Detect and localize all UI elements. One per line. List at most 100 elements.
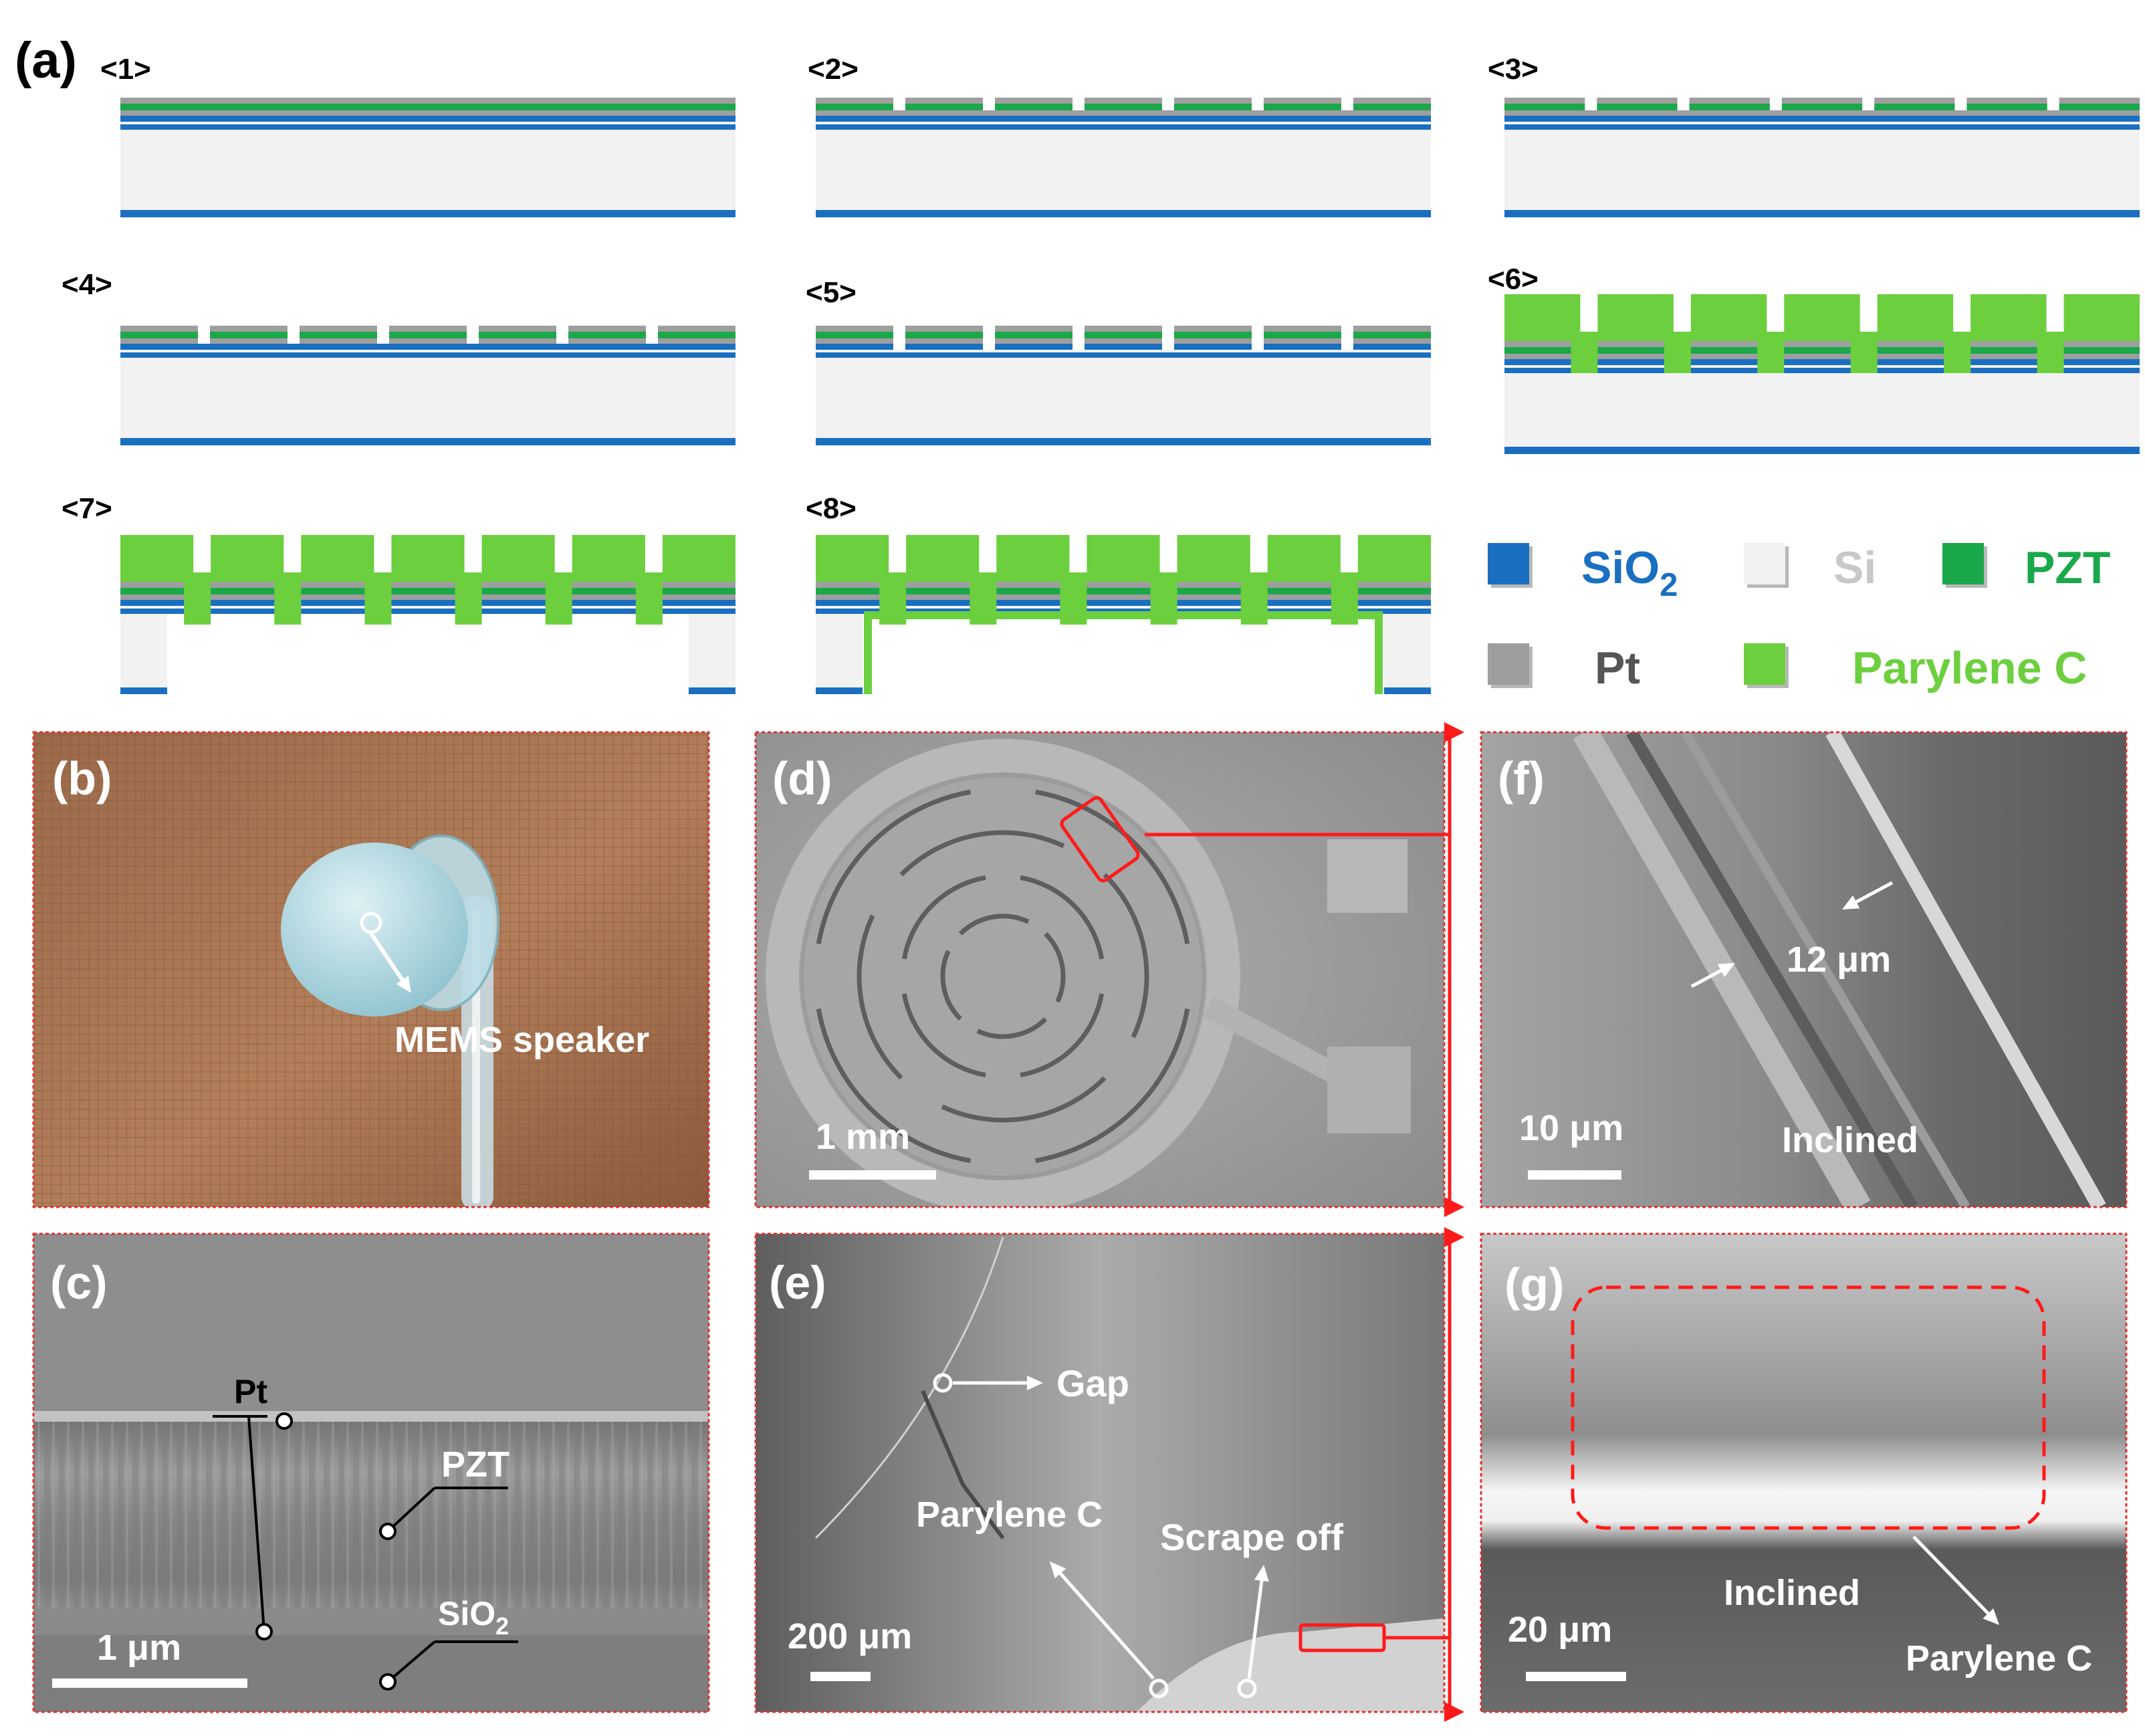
pt-top-layer-seg [905,98,983,104]
pt-top-electrode [33,1411,709,1422]
pzt-layer-seg [568,588,646,594]
pt-top-layer-seg [1353,98,1431,104]
parylene-pillar [635,572,663,625]
sio2-top-layer-seg [1874,359,1955,365]
legend-sio2-text-main: SiO [1581,542,1660,593]
pzt-layer-seg [1781,347,1863,354]
pt-top-layer-seg [1085,582,1162,588]
pt-bottom-layer [120,110,736,116]
sio2-top-layer-seg [905,600,983,606]
pzt-label: PZT [441,1444,510,1485]
outer-ring [766,739,1240,1207]
pt-bottom-layer-seg [568,338,646,344]
pt-bottom-layer-seg [479,594,556,600]
spring-arc [1035,1008,1190,1164]
sio2-top-layer-seg [658,600,736,606]
pt-bottom-layer [816,110,1431,116]
pt-bottom-marker [255,1623,273,1640]
process-step-4 [120,326,736,445]
gap-marker [933,1373,953,1393]
bracket-f-top-head [1444,722,1464,742]
figure-labels: (b)(c)(d)(e)(f)(g) [32,731,2128,1713]
speaker-arrow-head [396,975,411,993]
parylene-backside-coating [864,611,1383,694]
pt-top-layer-seg [816,98,893,104]
speaker-arrow-shaft [369,932,405,981]
pt-top-layer-seg [479,582,556,588]
pzt-layer-seg [658,588,736,594]
pzt-leader [386,1487,436,1533]
pt-bottom-layer-seg [1597,354,1678,359]
si-substrate [816,358,1431,438]
sio2-bottom-layer [1504,210,2140,217]
pzt-layer-seg [1174,332,1252,338]
si-thin-layer [120,122,736,124]
pzt-layer-seg [995,104,1072,110]
pt-top-layer-seg [1353,582,1431,588]
parylene-marker [1149,1678,1169,1699]
sio2-bottom-layer [120,210,736,217]
scrape-label: Scrape off [1160,1516,1343,1558]
pt-top-layer-seg [1085,326,1162,332]
pzt-layer-seg [658,332,736,338]
pt-bottom-layer-seg [1264,594,1341,600]
scale-label-d: 1 mm [816,1117,910,1157]
sio2-top-layer-seg [300,600,377,606]
pzt-layer [120,104,736,110]
pt-bottom-layer-seg [120,338,198,344]
legend-sio2-text-subscript: 2 [1660,567,1678,603]
si-substrate [1504,373,2140,447]
sio2-top-layer-seg [1353,344,1431,350]
sio2-film [33,1608,709,1635]
pzt-layer-seg [1353,332,1431,338]
pt-bottom-layer-seg [389,338,467,344]
si-substrate [120,358,736,438]
pt-top-layer-seg [1504,98,1585,104]
pzt-layer-seg [210,588,288,594]
legend-si-text: Si [1833,542,1876,593]
pt-top-layer-seg [1085,98,1162,104]
spring-arc [816,1008,971,1164]
bracket-g-top-head [1444,1227,1464,1247]
sio2-top-layer-seg [1174,344,1252,350]
sio2-bottom-left [120,687,167,694]
pt-top-layer-seg [995,98,1072,104]
gap-arrow-head [1027,1376,1043,1390]
pt-top-layer-seg [210,326,288,332]
pzt-layer-seg [1504,104,1585,110]
sio2-bottom-layer [816,210,1431,217]
pzt-layer-seg [389,588,467,594]
parylene-cap [1504,294,1581,332]
pzt-layer-seg [1966,104,2047,110]
sio2-top-layer-seg [1174,600,1252,606]
step-label-4: <4> [62,268,112,301]
process-step-3 [1504,98,2140,217]
parylene-cap [1877,294,1954,332]
spring-arc [1035,789,1190,944]
pt-bottom-layer-seg [658,338,736,344]
pt-bottom-layer-seg [1174,338,1252,344]
legend-si-swatch [1744,543,1785,584]
sio2-top-layer-seg [1085,600,1162,606]
parylene-pillar [274,572,302,625]
pt-top-layer-seg [1174,582,1252,588]
sio2-top-layer-seg [1264,600,1341,606]
spring-arc [857,914,903,1080]
si-thin-layer [816,350,1431,352]
pt-top-layer-seg [1966,341,2047,347]
pt-top-layer-seg [1264,582,1341,588]
spring-arc [940,950,962,1021]
pzt-layer-seg [1597,347,1678,354]
panel-f-label: (f) [1498,752,1545,804]
parylene-arrow-head [1050,1561,1066,1579]
sio2-top-layer-seg [1597,359,1678,365]
scrape-arrow-head [1254,1565,1269,1582]
sio2-top-layer-seg [905,344,983,350]
parylene-cap [301,535,374,572]
pt-marker [275,1412,293,1430]
step-label-8: <8> [806,492,857,525]
pt-top-layer [120,98,736,104]
